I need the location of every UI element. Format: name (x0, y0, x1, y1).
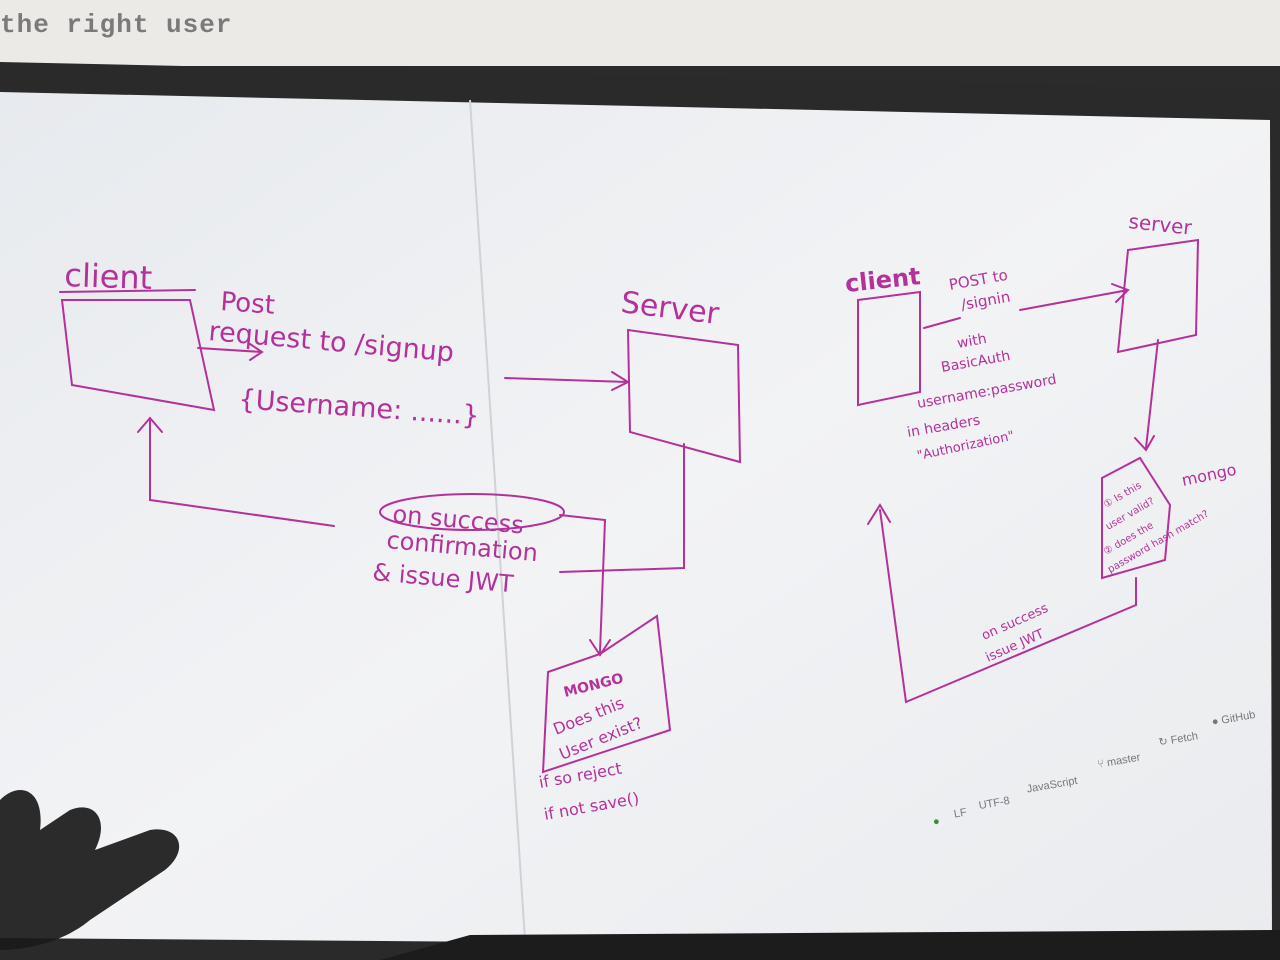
status-fetch[interactable]: ↻ Fetch (1157, 729, 1199, 749)
right-return-arrow (867, 503, 1137, 704)
status-github[interactable]: ● GitHub (1211, 709, 1256, 728)
fetch-icon: ↻ (1157, 735, 1169, 749)
status-branch[interactable]: ⑂ master (1097, 752, 1142, 771)
left-server-down-line (559, 443, 685, 573)
right-server-label: server (1127, 209, 1193, 240)
left-post-line2: request to /signup (207, 316, 455, 368)
status-language[interactable]: JavaScript (1025, 774, 1079, 796)
right-to-server-arrow (1019, 283, 1130, 311)
left-reject-line1: if so reject (537, 759, 623, 792)
status-encoding[interactable]: UTF-8 (977, 794, 1011, 813)
editor-strip (0, 0, 1280, 66)
left-mongo-box (541, 614, 672, 774)
left-success-line3: & issue JWT (371, 558, 514, 598)
left-post-line1: Post (220, 287, 276, 321)
right-mongo-label: mongo (1180, 460, 1238, 490)
bottom-shadow (380, 930, 1280, 960)
status-fetch-label: Fetch (1169, 730, 1199, 747)
left-to-server-arrow (504, 371, 631, 391)
code-line: the right user (0, 10, 233, 40)
left-client-label: client (64, 256, 153, 297)
right-with-line3: username:password (916, 372, 1058, 412)
screen-seam (469, 99, 526, 941)
right-with-line4: in headers (906, 412, 981, 441)
left-client-box (60, 299, 216, 412)
left-request-arrow (197, 343, 264, 361)
status-github-label: GitHub (1220, 708, 1257, 727)
right-check-box (1101, 456, 1172, 580)
screen-area (0, 92, 1272, 948)
status-branch-label: master (1106, 751, 1142, 770)
right-post-line2: /signin (960, 288, 1012, 314)
status-dot: ● (932, 815, 941, 829)
left-mongo-arrow (559, 514, 611, 657)
right-client-box (857, 290, 921, 407)
left-server-label: Server (619, 285, 722, 332)
left-reject-line2: if not save() (542, 788, 640, 823)
right-with-line1: with (956, 331, 988, 352)
hand-shadow (0, 790, 180, 950)
right-server-down-arrow (1134, 339, 1159, 452)
right-server-box (1116, 238, 1200, 354)
github-icon: ● (1210, 715, 1220, 729)
right-with-line2: BasicAuth (940, 348, 1012, 376)
left-server-box (626, 328, 742, 464)
left-payload: {Username: ......} (238, 384, 481, 432)
left-success-circle (379, 493, 565, 531)
left-client-underline (59, 289, 196, 293)
branch-icon: ⑂ (1096, 757, 1106, 771)
left-return-arrow (137, 416, 335, 527)
right-client-branch (923, 317, 961, 329)
status-line-ending[interactable]: LF (952, 806, 968, 821)
